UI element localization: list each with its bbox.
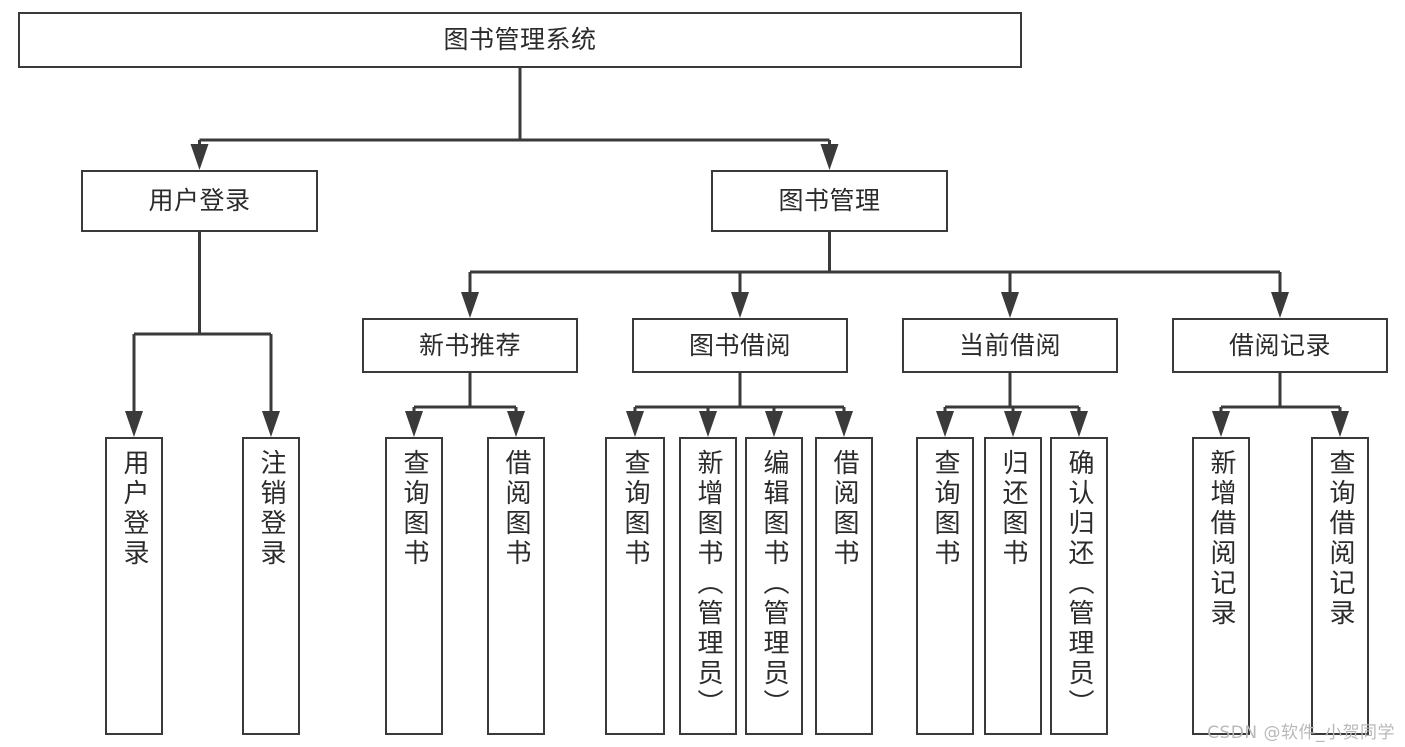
node-label-book-manage: 图书管理 <box>778 186 881 215</box>
node-label-leaf-cb-return: 归还图书 <box>998 449 1028 569</box>
node-borrow-record[interactable]: 借阅记录 <box>1172 318 1388 373</box>
node-leaf-bb-borrow[interactable]: 借阅图书 <box>815 437 873 735</box>
node-leaf-user-login[interactable]: 用户登录 <box>105 437 163 735</box>
node-book-borrow[interactable]: 图书借阅 <box>632 318 848 373</box>
node-label-current-borrow: 当前借阅 <box>958 330 1061 360</box>
node-label-leaf-bb-add: 新增图书（管理员） <box>693 449 723 719</box>
node-label-leaf-logout: 注销登录 <box>256 449 286 569</box>
node-label-leaf-user-login: 用户登录 <box>119 449 149 569</box>
node-leaf-bb-add[interactable]: 新增图书（管理员） <box>679 437 737 735</box>
node-leaf-bb-edit[interactable]: 编辑图书（管理员） <box>745 437 803 735</box>
node-label-leaf-br-add: 新增借阅记录 <box>1206 449 1236 629</box>
node-label-leaf-cb-query: 查询图书 <box>930 449 960 569</box>
node-leaf-br-query[interactable]: 查询借阅记录 <box>1311 437 1369 735</box>
node-leaf-logout[interactable]: 注销登录 <box>242 437 300 735</box>
node-leaf-rec-borrow[interactable]: 借阅图书 <box>487 437 545 735</box>
node-leaf-cb-return[interactable]: 归还图书 <box>984 437 1042 735</box>
node-leaf-cb-confirm[interactable]: 确认归还（管理员） <box>1050 437 1108 735</box>
node-new-book-rec[interactable]: 新书推荐 <box>362 318 578 373</box>
node-label-leaf-rec-query: 查询图书 <box>399 449 429 569</box>
node-label-leaf-bb-edit: 编辑图书（管理员） <box>759 449 789 719</box>
node-user-login[interactable]: 用户登录 <box>81 170 318 232</box>
node-label-leaf-bb-query: 查询图书 <box>620 449 650 569</box>
node-root[interactable]: 图书管理系统 <box>18 12 1022 68</box>
node-label-leaf-rec-borrow: 借阅图书 <box>501 449 531 569</box>
node-leaf-br-add[interactable]: 新增借阅记录 <box>1192 437 1250 735</box>
node-current-borrow[interactable]: 当前借阅 <box>902 318 1118 373</box>
node-label-book-borrow: 图书借阅 <box>688 330 791 360</box>
node-leaf-cb-query[interactable]: 查询图书 <box>916 437 974 735</box>
node-label-new-book-rec: 新书推荐 <box>418 330 521 360</box>
node-leaf-bb-query[interactable]: 查询图书 <box>605 437 665 735</box>
node-label-root: 图书管理系统 <box>443 25 597 54</box>
node-label-leaf-bb-borrow: 借阅图书 <box>829 449 859 569</box>
node-book-manage[interactable]: 图书管理 <box>711 170 948 232</box>
node-label-borrow-record: 借阅记录 <box>1228 330 1331 360</box>
node-label-leaf-cb-confirm: 确认归还（管理员） <box>1064 449 1094 719</box>
node-leaf-rec-query[interactable]: 查询图书 <box>385 437 443 735</box>
node-label-user-login: 用户登录 <box>148 186 251 215</box>
node-label-leaf-br-query: 查询借阅记录 <box>1325 449 1355 629</box>
